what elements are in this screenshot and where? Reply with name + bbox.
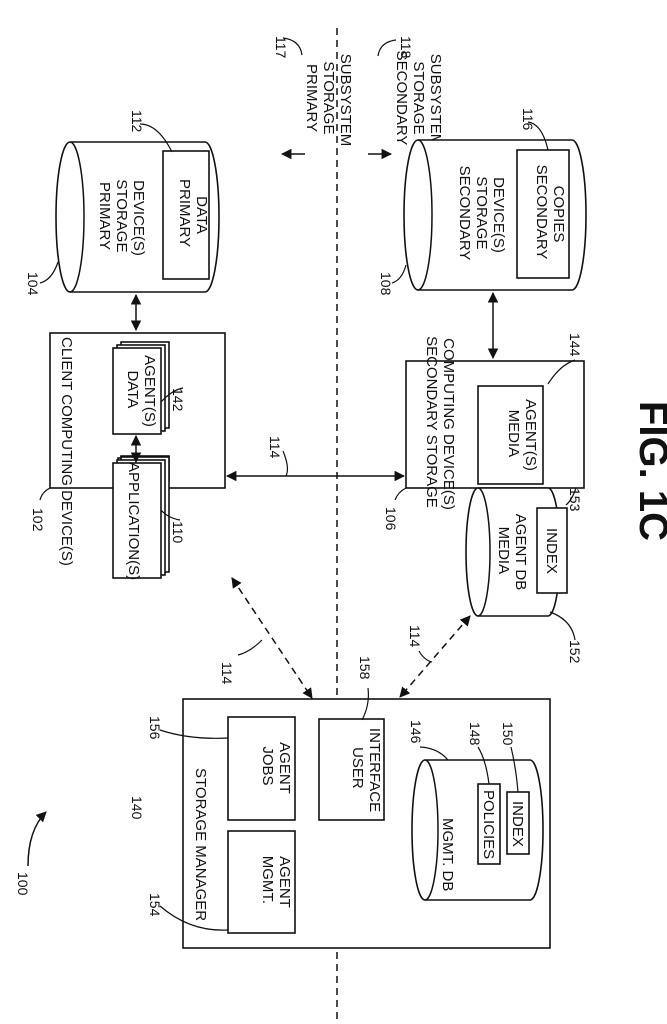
secondary-subsystem-line2: STORAGE [410,61,427,134]
media-agent-line1: MEDIA [505,410,522,458]
ref-154: 154 [147,893,163,917]
svg-text:SECONDARY STORAGE: SECONDARY STORAGE SUBSYSTEM [393,51,444,150]
secondary-copies-line2: COPIES [550,186,567,243]
applications-label: APPLICATION(S) [125,462,142,580]
secondary-computing-line2: COMPUTING DEVICE(S) [440,338,457,510]
primary-subsystem-label: 117 PRIMARY STORAGE SUBSYSTEM [273,36,354,154]
ref-110: 110 [170,521,186,544]
primary-subsystem-line3: SUBSYSTEM [337,54,354,147]
svg-text:PRIMARY STORAGE DE: PRIMARY STORAGE DEVICE(S) [96,179,147,256]
secondary-storage-line3: DEVICE(S) [490,177,507,253]
ref-114-a: 114 [267,436,283,459]
svg-text:SECONDARY STORAGE: SECONDARY STORAGE DEVICE(S) [456,166,507,265]
ref-150: 150 [500,722,516,746]
storage-manager-title: STORAGE MANAGER [192,768,209,921]
secondary-subsystem-line3: SUBSYSTEM [427,54,444,147]
ref-144: 144 [567,333,583,357]
secondary-copies-line1: SECONDARY [533,165,550,260]
ref-117: 117 [273,36,289,59]
media-agent-line2: AGENT(S) [522,399,539,471]
policies-label: POLICIES [480,790,497,859]
svg-text:JOBS AGENT: JOBS AGENT [259,742,293,794]
primary-storage-line2: STORAGE [113,179,130,252]
primary-subsystem-line2: STORAGE [320,61,337,134]
svg-text:MGMT. AGENT: MGMT. AGENT [259,856,293,909]
media-agent-index-label: INDEX [543,528,560,574]
ref-114-c: 114 [407,625,423,648]
data-agent-line1: DATA [124,370,141,408]
ref-106: 106 [383,507,399,531]
secondary-storage-computing-device: SECONDARY STORAGE COMPUTING DEVICE(S) ME… [383,333,584,664]
mgmt-db-label: MGMT. DB [439,818,456,891]
ref-142: 142 [170,388,186,412]
secondary-storage-line1: SECONDARY [456,166,473,261]
ref-146: 146 [408,720,424,744]
mgmt-agent-line2: AGENT [276,856,293,908]
user-interface-line2: INTERFACE [366,728,383,812]
ref-104: 104 [25,272,41,296]
svg-text:MEDIA AGENT(S): MEDIA AGENT(S) [505,399,539,471]
secondary-computing-line1: SECONDARY STORAGE [423,336,440,508]
mgmt-index-label: INDEX [509,801,526,847]
secondary-subsystem-label: 118 SECONDARY STORAGE SUBSYSTEM [368,36,444,154]
ref-158: 158 [357,656,373,680]
primary-storage-line3: DEVICE(S) [130,180,147,256]
primary-data-line2: DATA [193,196,210,234]
svg-text:PRIMARY STORAGE SU: PRIMARY STORAGE SUBSYSTEM [303,54,354,147]
storage-manager: STORAGE MANAGER MGMT. AGENT JOBS AGENT U… [129,656,550,948]
ref-114-b: 114 [219,662,235,685]
primary-data-line1: PRIMARY [176,179,193,247]
client-device-title: CLIENT COMPUTING DEVICE(S) [58,337,75,566]
mgmt-agent-line1: MGMT. [259,856,276,904]
ref-112: 112 [129,110,145,133]
ref-140: 140 [129,796,145,820]
primary-storage-device: PRIMARY STORAGE DEVICE(S) PRIMARY DATA 1… [25,110,219,296]
ref-100: 100 [15,872,31,896]
primary-subsystem-line1: PRIMARY [303,64,320,132]
figure-label: FIG. 1C [631,401,667,541]
media-agent-db-line2: AGENT DB [512,514,529,590]
svg-text:SECONDARY STORAGE COMPUT: SECONDARY STORAGE COMPUTING DEVICE(S) [423,336,457,512]
ref-100-arrow [28,812,46,866]
ref-102: 102 [30,508,46,532]
secondary-subsystem-line1: SECONDARY [393,51,410,146]
client-manager-link [232,578,312,698]
ref-108: 108 [378,272,394,296]
ref-148: 148 [467,722,483,746]
ref-152: 152 [567,640,583,664]
ref-116: 116 [520,108,536,131]
media-agent-db-line1: MEDIA [495,527,512,575]
jobs-agent-line1: JOBS [259,746,276,785]
ref-156: 156 [147,716,163,740]
client-computing-device: CLIENT COMPUTING DEVICE(S) APPLICATION(S… [30,333,225,580]
jobs-agent-line2: AGENT [276,742,293,794]
secondary-storage-line2: STORAGE [473,176,490,249]
user-interface-line1: USER [349,747,366,789]
data-agent-line2: AGENT(S) [141,355,158,427]
primary-storage-line1: PRIMARY [96,182,113,250]
